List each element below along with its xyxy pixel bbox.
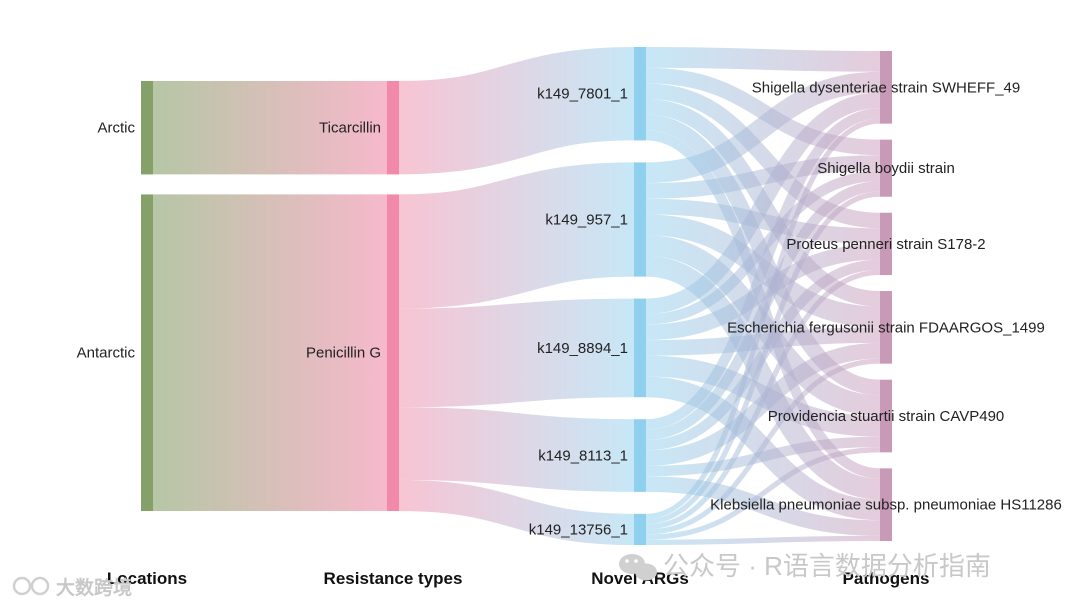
node-label-shigella_b: Shigella boydii strain: [817, 160, 955, 177]
link-arg7801-shigella_b: [645, 67, 881, 156]
node-antarctic: [141, 194, 153, 511]
node-label-penicillin: Penicillin G: [306, 345, 381, 362]
wechat-icon: [619, 554, 657, 581]
watermark-small-text: 大数跨境: [56, 576, 132, 599]
node-label-arg8894: k149_8894_1: [537, 340, 628, 357]
watermark-text: 公众号 · R语言数据分析指南: [663, 551, 991, 581]
link-arg957-shigella_b: [645, 155, 881, 199]
link-arg957-klebsiella: [645, 255, 881, 500]
link-arg8113-klebsiella: [645, 476, 881, 536]
link-arg8894-shigella_b: [645, 170, 881, 325]
column-title-pathogens: Pathogens: [843, 569, 930, 588]
link-arg7801-proteus: [645, 83, 881, 229]
link-arg8113-shigella_d: [645, 108, 881, 430]
link-penicillin-arg957: [398, 162, 635, 309]
watermark: 公众号 · R语言数据分析指南 大数跨境: [12, 551, 991, 599]
link-arg13756-shigella_b: [645, 191, 881, 525]
node-label-ticarcillin: Ticarcillin: [319, 120, 381, 137]
node-label-arg7801: k149_7801_1: [537, 86, 628, 103]
node-label-escherichia: Escherichia fergusonii strain FDAARGOS_1…: [727, 319, 1045, 336]
link-arg13756-shigella_d: [645, 118, 881, 520]
link-arg13756-proteus: [645, 269, 881, 530]
links-layer: [152, 46, 881, 545]
node-arg957: [634, 162, 646, 277]
link-arg13756-providencia: [645, 447, 881, 540]
node-arg8113: [634, 419, 646, 492]
link-ticarcillin-arg7801: [398, 47, 635, 175]
link-penicillin-arg13756: [398, 479, 635, 545]
link-penicillin-arg8894: [398, 298, 635, 408]
node-shigella_d: [880, 51, 892, 124]
node-label-arg957: k149_957_1: [545, 211, 628, 228]
node-label-providencia: Providencia stuartii strain CAVP490: [768, 408, 1005, 425]
node-label-arg8113: k149_8113_1: [538, 448, 628, 465]
node-label-shigella_d: Shigella dysenteriae strain SWHEFF_49: [752, 79, 1020, 96]
link-arg13756-escherichia: [645, 358, 881, 535]
link-arg8894-escherichia: [645, 327, 881, 356]
node-label-arctic: Arctic: [98, 120, 136, 137]
node-escherichia: [880, 291, 892, 364]
node-label-klebsiella: Klebsiella pneumoniae subsp. pneumoniae …: [710, 497, 1062, 514]
column-title-resistance-types: Resistance types: [324, 569, 463, 588]
node-proteus: [880, 212, 892, 276]
link-arg13756-klebsiella: [645, 535, 881, 545]
column-title-locations: Locations: [107, 569, 187, 588]
node-providencia: [880, 379, 892, 453]
link-arg957-shigella_d: [645, 71, 881, 184]
link-arg8113-providencia: [645, 436, 881, 477]
node-arg8894: [634, 298, 646, 398]
link-arg957-proteus: [645, 198, 881, 244]
link-arg8894-proteus: [645, 243, 881, 341]
link-arg7801-shigella_d: [645, 46, 881, 72]
node-label-proteus: Proteus penneri strain S178-2: [786, 236, 985, 253]
node-arg13756: [634, 513, 646, 545]
column-titles: Locations Resistance types Novel ARGs Pa…: [107, 569, 930, 588]
nodes-layer: [141, 47, 892, 545]
link-penicillin-arg8113: [398, 407, 635, 492]
node-penicillin: [387, 194, 399, 511]
node-ticarcillin: [387, 81, 399, 175]
node-shigella_b: [880, 139, 892, 197]
node-label-arg13756: k149_13756_1: [529, 521, 628, 538]
node-arctic: [141, 81, 153, 175]
watermark-logo-icon: [12, 576, 50, 596]
node-klebsiella: [880, 468, 892, 541]
node-label-antarctic: Antarctic: [77, 345, 136, 362]
link-arg8894-shigella_d: [645, 92, 881, 315]
node-arg7801: [634, 47, 646, 141]
